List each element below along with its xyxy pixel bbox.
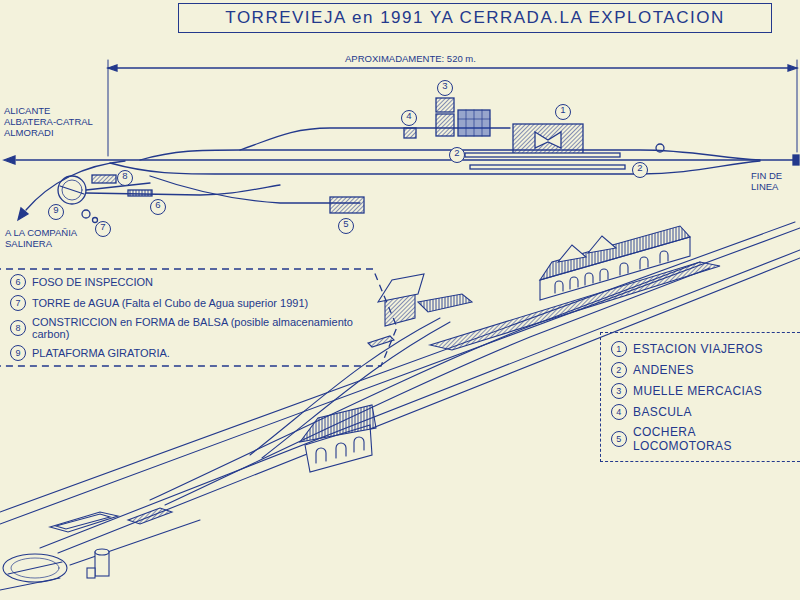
track-part	[16, 159, 795, 160]
title: TORREVIEJA en 1991 YA CERRADA.LA EXPLOTA…	[225, 8, 724, 28]
legend-item: COCHERA LOCOMOTORAS	[633, 425, 794, 453]
station-building-part	[555, 251, 668, 293]
yard-details-part	[128, 508, 172, 524]
callout-number: 4	[611, 404, 627, 420]
station-building-part	[588, 236, 616, 253]
track-part	[70, 520, 200, 565]
perspective-view	[0, 222, 800, 590]
yard-details-part	[87, 568, 95, 578]
turntable	[58, 176, 86, 204]
yard-details-part	[95, 552, 109, 576]
callout-number: 9	[10, 345, 26, 361]
callout-number: 1	[611, 341, 627, 357]
legend-item: MUELLE MERCACIAS	[633, 384, 794, 398]
callout-number: 7	[95, 221, 111, 237]
callout-number: 4	[401, 110, 417, 126]
building-part	[93, 218, 98, 223]
dimension-line-part	[108, 67, 797, 68]
plan-label: APROXIMADAMENTE: 520 m.	[344, 54, 477, 65]
track-part	[793, 155, 799, 165]
yard-details-part	[95, 549, 109, 555]
legend-item: FOSO DE INSPECCION	[32, 276, 367, 288]
legend-item: TORRE de AGUA (Falta el Cubo de Agua sup…	[32, 297, 367, 309]
title-frame: TORREVIEJA en 1991 YA CERRADA.LA EXPLOTA…	[178, 3, 772, 33]
track	[0, 222, 800, 590]
dimension-line-part	[797, 60, 798, 152]
track-part	[18, 208, 28, 220]
track-part	[110, 161, 760, 174]
callout-number: 7	[10, 295, 26, 311]
plan-view	[4, 60, 799, 223]
building-part	[513, 124, 583, 154]
legend-item: ANDENES	[633, 363, 794, 377]
callout-number: 2	[449, 147, 465, 163]
track-part	[0, 228, 800, 524]
legend-item: CONSTRICCION en FORMA de BALSA (posible …	[32, 316, 367, 340]
water-building-part	[418, 294, 472, 312]
water-building	[368, 274, 472, 347]
yard-details	[3, 508, 172, 582]
turntable-part	[58, 176, 86, 204]
building-part	[404, 128, 416, 138]
yard-details-part	[8, 562, 62, 574]
building-part	[535, 132, 561, 148]
plan-label: ALICANTE ALBATERA-CATRAL ALMORADI	[3, 106, 103, 139]
yard-details-part	[3, 554, 67, 582]
yard-details-part	[50, 512, 118, 532]
building-part	[458, 110, 490, 136]
callout-number: 5	[611, 431, 627, 447]
building-part	[656, 144, 664, 152]
building-part	[128, 190, 152, 196]
track-part	[4, 156, 15, 164]
locomotive-shed-part	[316, 437, 364, 463]
callout-number: 2	[611, 362, 627, 378]
legend-panel: 6 FOSO DE INSPECCION 7 TORRE de AGUA (Falta…	[4, 269, 373, 366]
legend-panel: 1 ESTACION VIAJEROS 2 ANDENES 3 MUELLE MERCAC…	[600, 332, 800, 462]
turntable-part	[60, 186, 84, 194]
dimension-line-part	[108, 65, 117, 71]
dimension-line-part	[788, 65, 797, 71]
station-building-part	[558, 245, 586, 262]
building-part	[470, 165, 625, 169]
locomotive-shed-part	[300, 405, 376, 442]
callout-number: 6	[150, 199, 166, 215]
legend-item: PLATAFORMA GIRATORIA.	[32, 347, 367, 359]
track-part	[0, 222, 795, 512]
track-part	[86, 183, 150, 190]
legend-item: BASCULA	[633, 405, 794, 419]
building-part	[458, 110, 490, 136]
building-part	[92, 175, 116, 183]
dimension-line	[108, 60, 797, 156]
dimension-line-part	[108, 60, 109, 156]
callout-number: 5	[338, 218, 354, 234]
legend-item: ESTACION VIAJEROS	[633, 342, 794, 356]
callout-number: 3	[611, 383, 627, 399]
track-part	[26, 161, 125, 210]
callout-number: 8	[117, 170, 133, 186]
callout-number: 1	[555, 104, 571, 120]
building-part	[436, 98, 454, 112]
water-building-part	[378, 274, 424, 302]
callout-number: 8	[10, 320, 26, 336]
building-part	[330, 197, 364, 213]
building-part	[465, 153, 620, 157]
plan-label: FIN DE LINEA	[750, 171, 800, 193]
building	[82, 98, 664, 223]
track	[4, 128, 799, 220]
panel-outline	[0, 269, 397, 366]
water-building-part	[368, 336, 394, 347]
callout-number: 3	[437, 80, 453, 96]
yard-details-part	[56, 514, 110, 529]
callout-number: 9	[48, 204, 64, 220]
building-part	[436, 114, 454, 136]
track-part	[86, 185, 280, 195]
callout-number: 2	[632, 162, 648, 178]
plan-label: A LA COMPAÑIA SALINERA	[4, 228, 88, 250]
building-part	[82, 210, 90, 218]
track-part	[40, 250, 800, 548]
locomotive-shed	[300, 405, 376, 472]
callout-number: 6	[10, 274, 26, 290]
